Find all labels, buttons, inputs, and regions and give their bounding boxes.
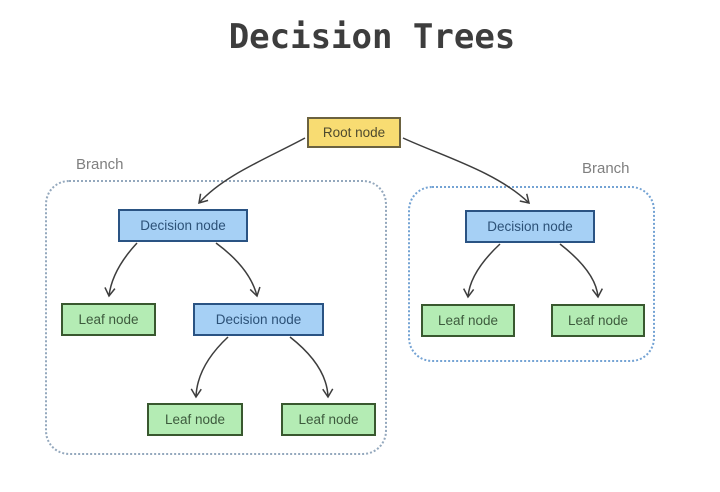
- decision-node-left-2: Decision node: [193, 303, 324, 336]
- decision-node-right: Decision node: [465, 210, 595, 243]
- branch-label-left: Branch: [76, 156, 124, 173]
- decision-node-left: Decision node: [118, 209, 248, 242]
- leaf-node-left-2: Leaf node: [147, 403, 243, 436]
- branch-container-right: [408, 186, 655, 362]
- branch-label-right: Branch: [582, 160, 630, 177]
- leaf-node-left-3: Leaf node: [281, 403, 376, 436]
- root-node: Root node: [307, 117, 401, 148]
- leaf-node-right-1: Leaf node: [421, 304, 515, 337]
- leaf-node-right-2: Leaf node: [551, 304, 645, 337]
- diagram-title: Decision Trees: [228, 17, 516, 57]
- leaf-node-left-1: Leaf node: [61, 303, 156, 336]
